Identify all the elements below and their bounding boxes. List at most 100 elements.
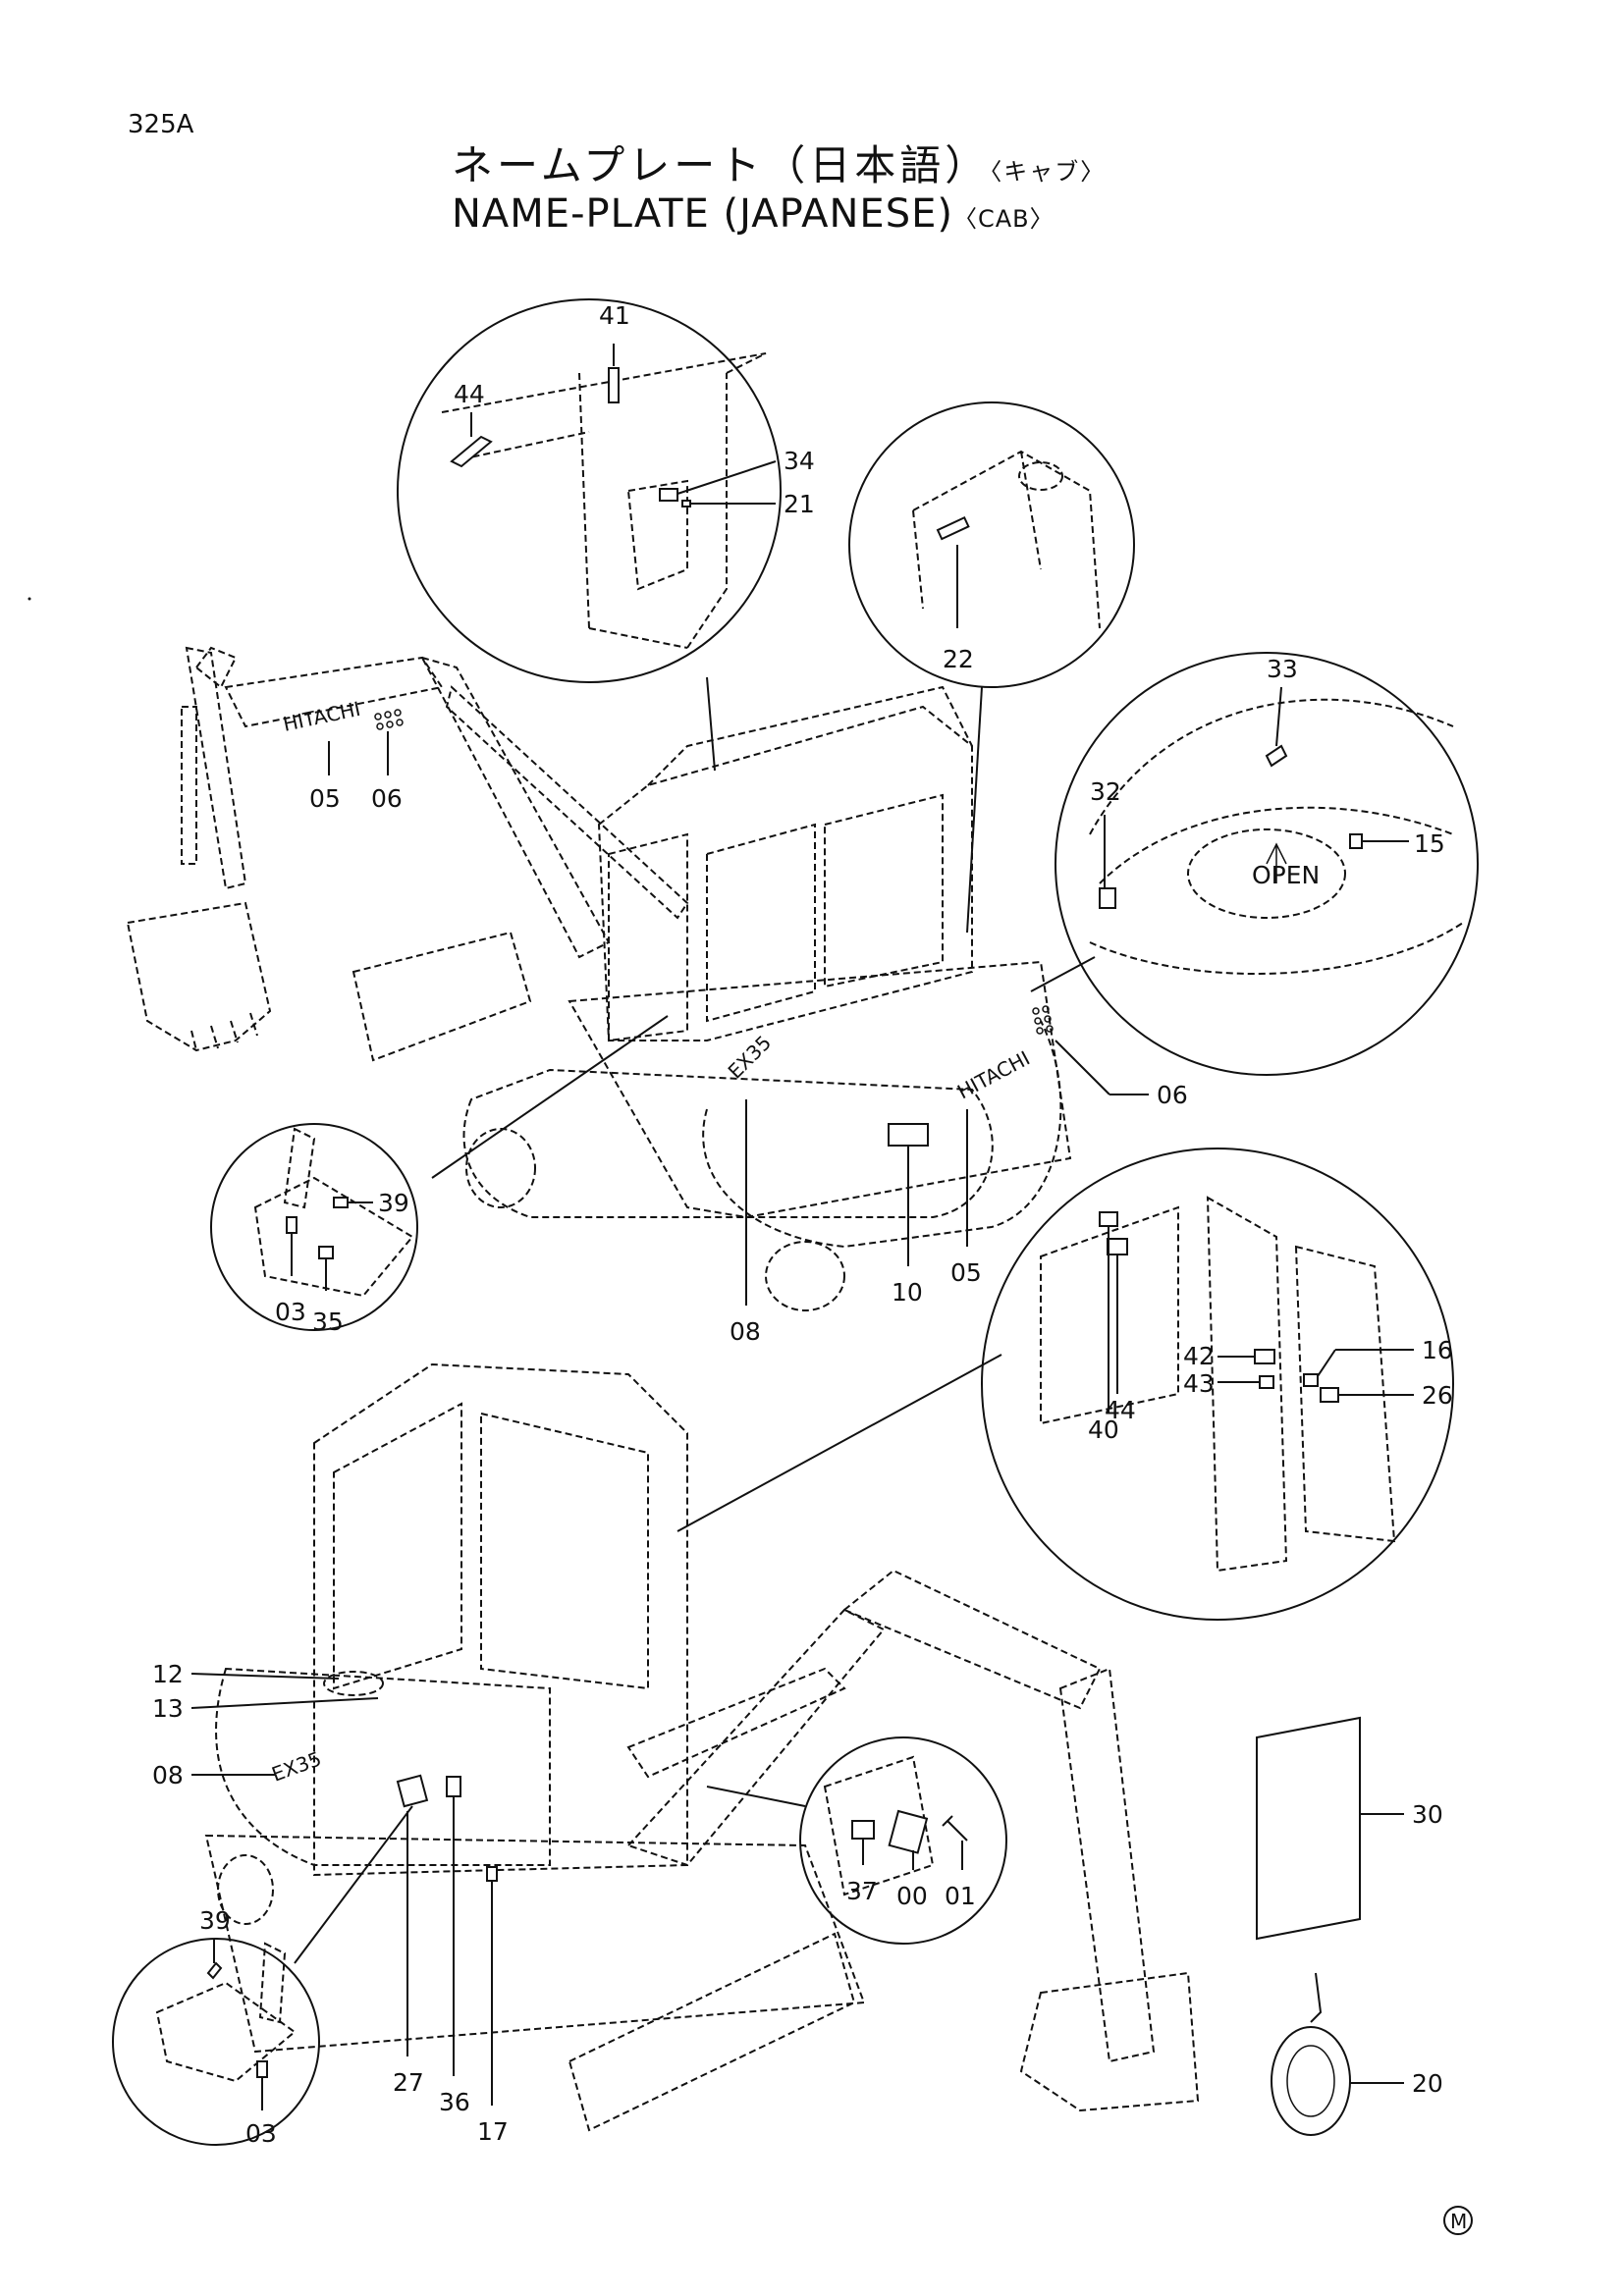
title-en-main: NAME-PLATE (JAPANESE): [452, 191, 953, 237]
detail-rear-top: 22: [848, 401, 1135, 934]
callout-35: 35: [312, 1308, 344, 1336]
callout-30: 30: [1412, 1800, 1443, 1829]
model-text-upper: EX35: [724, 1031, 777, 1084]
leader-34: [676, 460, 777, 495]
detail-lever-right: 39 03: [112, 1805, 413, 2148]
plate-27: [396, 1774, 429, 1808]
callout-22: 22: [943, 645, 974, 673]
lower-machine-callouts: 12 13 08 27 36 17: [152, 1660, 509, 2146]
plate-43: [1259, 1375, 1274, 1389]
callout-03-left: 03: [275, 1298, 306, 1326]
model-text-lower: EX35: [269, 1746, 325, 1786]
callout-43: 43: [1183, 1369, 1215, 1398]
plate-39-left: [333, 1197, 349, 1208]
cab-door-linework: [441, 352, 767, 649]
lower-dozer-blade: [568, 1932, 856, 2132]
callout-20: 20: [1412, 2069, 1443, 2098]
m-mark: M: [1443, 2206, 1473, 2235]
lower-counterweight: [215, 1667, 551, 1866]
plate-16: [1303, 1373, 1319, 1387]
lever-right-console: [155, 1981, 297, 2083]
detail-circle-cab-door: [397, 298, 782, 683]
cab-roof: [647, 685, 973, 786]
plate-44-lower: [1107, 1238, 1128, 1255]
callout-34: 34: [784, 447, 815, 475]
title-jp-main: ネームプレート（日本語）: [452, 141, 991, 189]
callout-06-rear: 06: [1157, 1081, 1188, 1109]
detail-circle-boom-plates: [799, 1736, 1007, 1945]
excavator-upper-drawing: HITACHI EX35 HITACHI: [126, 646, 1072, 1311]
rear-top-linework: [912, 450, 1101, 629]
key-tag-inner: [1286, 2045, 1335, 2117]
callout-39-left: 39: [378, 1189, 409, 1217]
leader-33: [1275, 686, 1282, 747]
m-mark-circle: [1443, 2206, 1473, 2235]
callout-08-upper: 08: [730, 1317, 761, 1346]
callout-39-right: 39: [199, 1906, 231, 1935]
plate-03-left: [286, 1216, 298, 1234]
title-english: NAME-PLATE (JAPANESE)〈CAB〉: [452, 191, 1055, 237]
arm-cylinder: [181, 706, 197, 865]
callout-40: 40: [1088, 1415, 1119, 1444]
title-jp-suffix: 〈キャブ〉: [990, 158, 1107, 186]
detail-circle-lever-left: [210, 1123, 418, 1331]
callout-16: 16: [1422, 1336, 1453, 1364]
detail-circle-lever-right: [112, 1938, 320, 2146]
callout-42: 42: [1183, 1342, 1215, 1370]
m-mark-text: M: [1450, 2210, 1467, 2233]
callout-12: 12: [152, 1660, 184, 1688]
cab-rear-window: [824, 793, 944, 988]
fuel-cap: [1018, 461, 1063, 491]
plate-00: [888, 1809, 929, 1854]
callout-03-right: 03: [245, 2119, 277, 2148]
plate-37: [851, 1820, 875, 1840]
upper-machine-callouts: 05 06 06 10 05 08: [309, 731, 1188, 1346]
leader-16: [1317, 1349, 1336, 1377]
open-arrow-icon: [1266, 842, 1287, 883]
detail-circle-cab-interior: [981, 1148, 1454, 1621]
callout-00: 00: [896, 1882, 928, 1910]
detail-engine-hood: OPEN 33 32 15: [1030, 652, 1479, 1076]
bucket-link: [194, 646, 238, 689]
callout-26: 26: [1422, 1381, 1453, 1410]
leader-lever-left-machine: [431, 1015, 669, 1179]
leader-12: [190, 1673, 340, 1680]
lower-idler: [217, 1854, 274, 1925]
counterweight: [702, 1020, 1062, 1249]
brand-text-boom: HITACHI: [281, 697, 362, 736]
detail-boom-plates: 37 00 01: [706, 1736, 1007, 1945]
open-text: OPEN: [1252, 861, 1320, 889]
bucket-teeth: [190, 1012, 258, 1051]
arm: [185, 646, 247, 890]
callout-21: 21: [784, 490, 815, 518]
lever-right-grip: [258, 1942, 287, 2024]
lower-boom-cylinder: [626, 1667, 846, 1779]
callout-17: 17: [477, 2117, 509, 2146]
lower-arm: [1058, 1667, 1156, 2063]
leader-rear-top-machine: [966, 686, 983, 934]
cab-side-window: [706, 823, 816, 1023]
dot-grid-rear: [1032, 1005, 1054, 1035]
leader-06-rear: [1055, 1040, 1110, 1095]
operator-manual: 30: [1256, 1716, 1443, 1941]
plate-03-right: [256, 2060, 268, 2078]
callout-37: 37: [846, 1877, 878, 1905]
plate-34: [659, 488, 678, 502]
interior-door: [1294, 1245, 1396, 1543]
callout-44-upper: 44: [454, 380, 485, 408]
detail-cab-interior: 40 44 42 43 16 26: [676, 1148, 1454, 1621]
title-en-suffix: 〈CAB〉: [952, 205, 1055, 233]
upper-structure: [568, 960, 1072, 1219]
boom-cylinder: [445, 685, 689, 920]
fuel-cap-lower: [323, 1671, 384, 1696]
title-japanese: ネームプレート（日本語）〈キャブ〉: [452, 133, 1106, 192]
lever-console: [253, 1176, 414, 1298]
detail-circle-engine-hood: [1055, 652, 1479, 1076]
callout-44-lower: 44: [1105, 1396, 1136, 1424]
dot-grid-boom: [374, 709, 404, 730]
detail-circle-rear-top: [848, 401, 1135, 688]
lower-cab-frame: [313, 1362, 688, 1877]
leader-cab-interior-machine: [676, 1354, 1002, 1532]
leader-cab-door-machine: [706, 676, 716, 772]
